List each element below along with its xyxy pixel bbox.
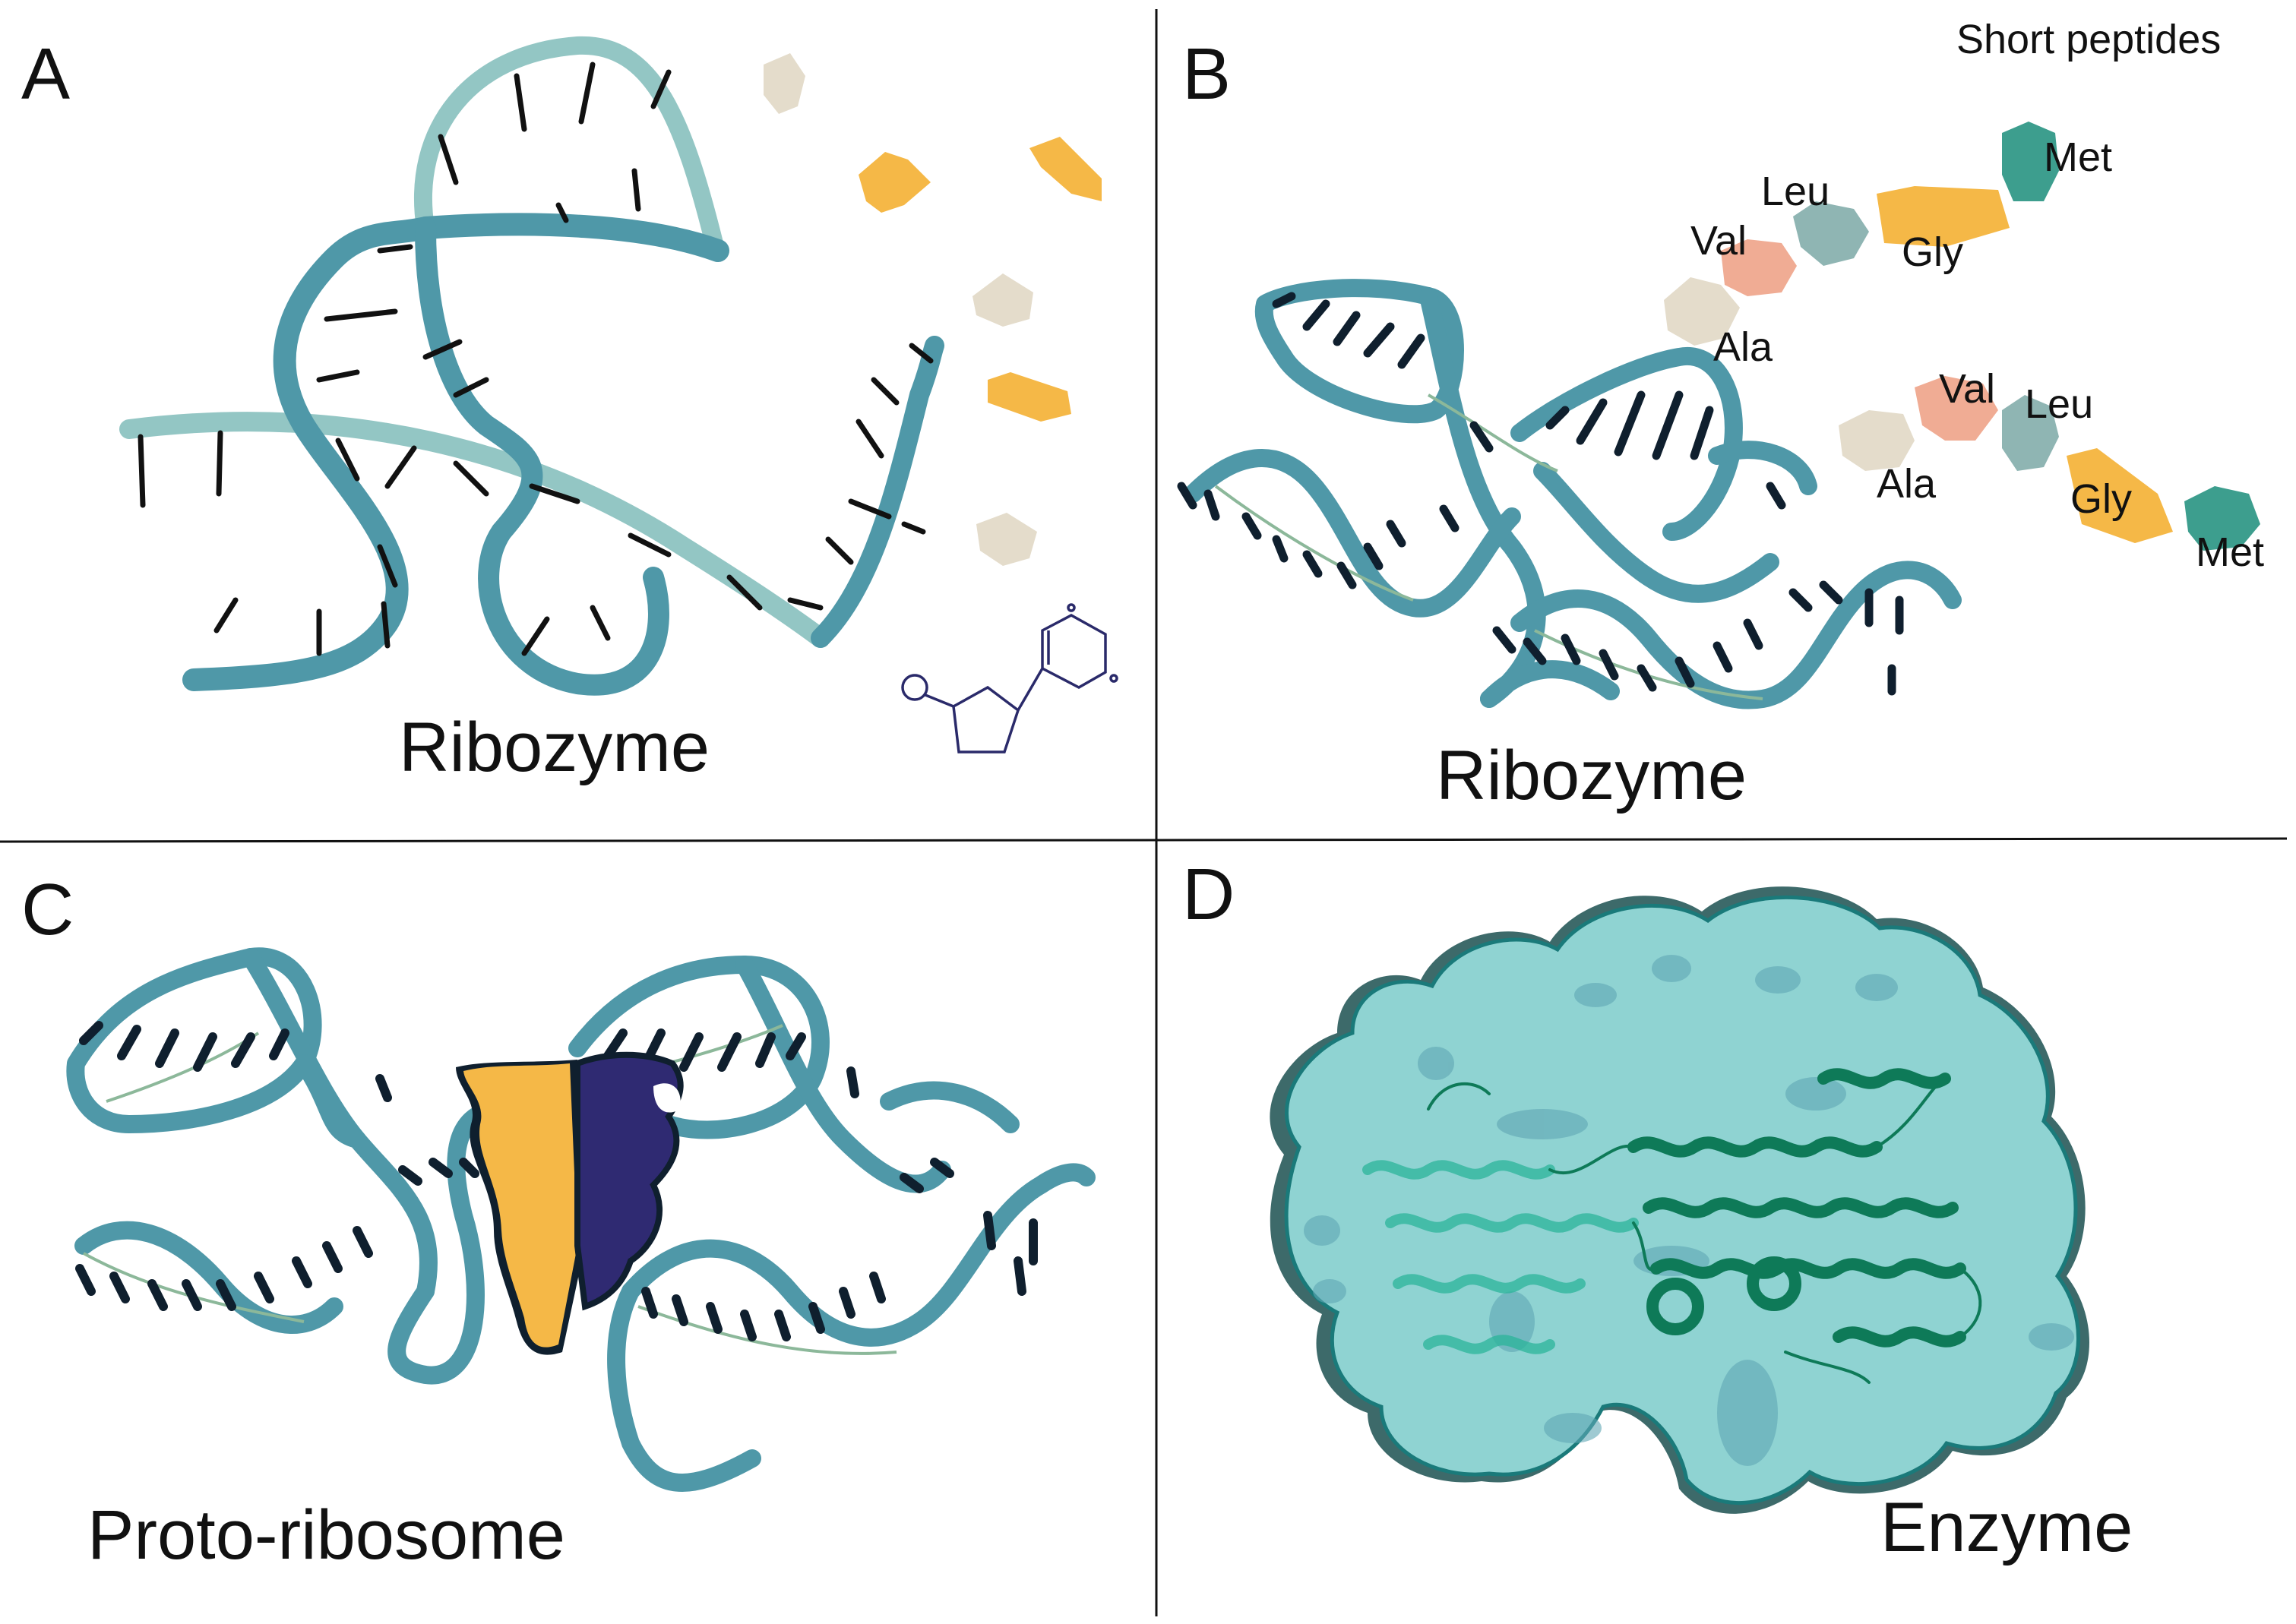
peptide-chain-top: Met Leu Gly Val Ala [1664,122,2112,370]
aa-leu-bottom [2002,395,2059,471]
panel-letter-d: D [1182,854,1235,935]
aa-met-top [2002,122,2059,201]
aa-label-val-top: Val [1690,218,1747,264]
molecule-beige [976,513,1037,566]
panel-label-c: Proto-ribosome [87,1496,565,1574]
rna-bases [138,62,934,656]
aa-label-ala-bottom: Ala [1877,461,1937,507]
rna-bases-b [1177,292,1904,696]
molecule-yellow [988,372,1071,422]
aa-ala-top [1664,277,1740,346]
molecule-yellow [1029,137,1102,201]
aa-label-val-bottom: Val [1939,366,1995,412]
aa-val-top [1721,239,1797,296]
rna-strand-tail [811,336,944,648]
aa-label-leu-top: Leu [1761,169,1830,214]
rna-helix-c [66,947,1096,1492]
molecule-beige [764,53,805,114]
aa-label-met-top: Met [2044,134,2112,180]
proto-core-yellow [463,1063,577,1348]
panel-letter-b: B [1182,33,1231,115]
aa-label-gly-top: Gly [1902,229,1963,275]
panel-label-b: Ribozyme [1436,737,1747,814]
panel-d: D [1182,854,2133,1566]
proto-core-purple [574,1051,684,1311]
molecule-beige [972,273,1033,327]
peptide-chain-bottom: Val Leu Ala Gly Met [1839,366,2264,575]
aa-label-leu-bottom: Leu [2025,381,2093,427]
aa-gly-bottom [2067,448,2173,543]
enzyme-surface [1284,895,2080,1506]
aa-leu-top [1793,201,1869,266]
enzyme-ribbon [1362,1068,1982,1384]
rna-loop-light [413,36,723,252]
horizontal-divider [0,837,2288,843]
aa-ala-bottom [1839,410,1915,471]
panel-letter-a: A [21,33,70,115]
panel-letter-c: C [21,869,74,950]
aa-label-gly-bottom: Gly [2070,476,2132,522]
rna-strand-light [119,412,830,648]
aa-met-bottom [2184,486,2260,551]
aa-val-bottom [1915,376,1998,441]
panel-a: A [21,33,1118,786]
panel-b: B Short peptides [1177,17,2264,814]
chemical-structure-icon [901,603,1118,754]
panel-label-d: Enzyme [1880,1489,2133,1566]
short-peptides-label: Short peptides [1956,17,2221,62]
molecule-yellow [859,152,931,213]
panel-label-a: Ribozyme [399,709,710,786]
rna-strand-loop [415,217,669,696]
surface-pockets [1304,955,2074,1466]
aa-label-met-bottom: Met [2196,529,2264,575]
aa-label-ala-top: Ala [1713,324,1773,370]
rna-strand-main [182,213,729,691]
panel-c: C [21,869,1096,1574]
aa-gly-top [1877,186,2010,247]
rna-helix-b [1184,279,1962,709]
proto-core-highlight [653,1083,681,1113]
